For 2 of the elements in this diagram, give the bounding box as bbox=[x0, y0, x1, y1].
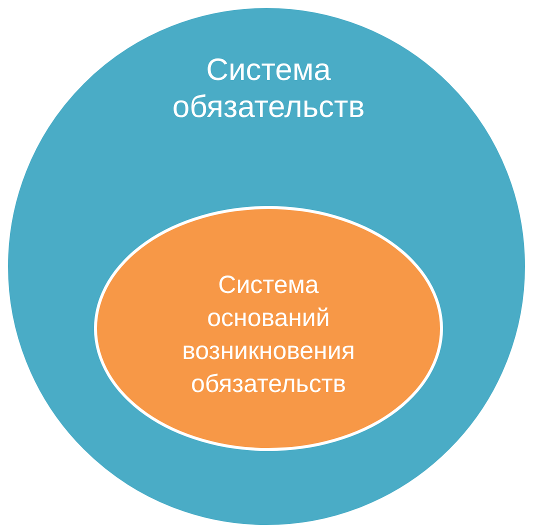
ellipse-label: Система оснований возникновения обязательств bbox=[181, 270, 356, 400]
circle-title: Система обязательств bbox=[171, 51, 366, 125]
